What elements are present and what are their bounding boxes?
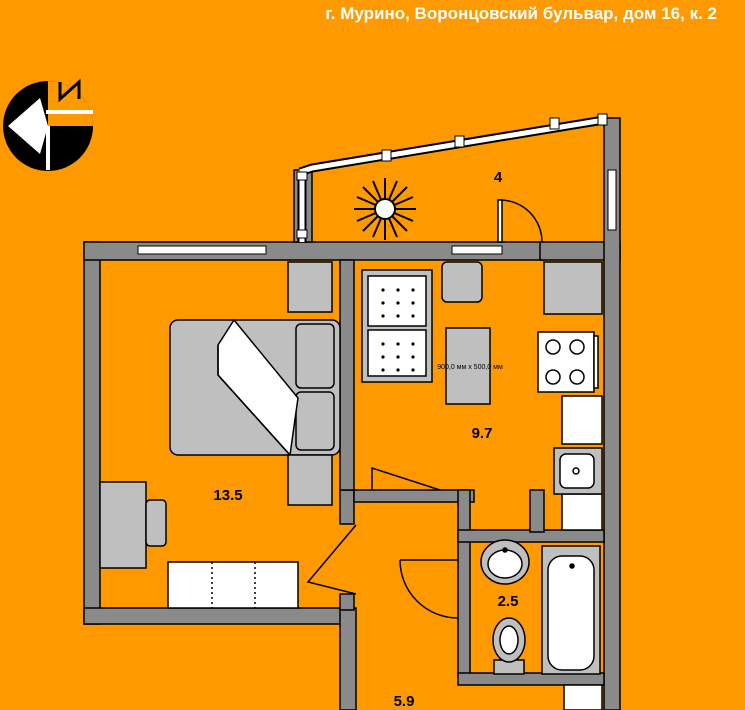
sofa-buttons — [381, 288, 415, 372]
windows — [137, 169, 617, 255]
balcony-railing — [296, 113, 608, 242]
bed — [169, 318, 341, 457]
room-label-kitchen: 9.7 — [472, 425, 493, 442]
address-title: г. Мурино, Воронцовский бульвар, дом 16,… — [325, 4, 717, 23]
stove-icon — [537, 331, 599, 393]
sofa — [361, 269, 433, 383]
nightstands — [287, 261, 333, 506]
washbasin-icon — [480, 539, 530, 585]
room-label-hallway: 5.9 — [394, 693, 415, 710]
room-label-balcony: 4 — [494, 169, 503, 186]
table-size-annotation: 900,0 мм x 500,0 мм — [437, 364, 503, 371]
doors — [306, 199, 543, 619]
desk — [99, 481, 167, 569]
room-label-bathroom: 2.5 — [498, 593, 519, 610]
toilet-icon — [492, 617, 526, 675]
fridge — [543, 261, 603, 315]
north-arrow-icon — [3, 78, 93, 171]
room-label-bedroom: 13.5 — [213, 487, 242, 504]
dining-table — [445, 327, 491, 405]
kitchen-sink-icon — [553, 447, 603, 495]
sun-icon — [354, 178, 416, 240]
bathtub-icon — [541, 545, 601, 675]
wardrobe — [167, 561, 299, 609]
washing-machine — [563, 684, 603, 710]
chair — [441, 261, 483, 303]
walls — [83, 117, 621, 710]
kitchen-counter — [561, 395, 603, 531]
